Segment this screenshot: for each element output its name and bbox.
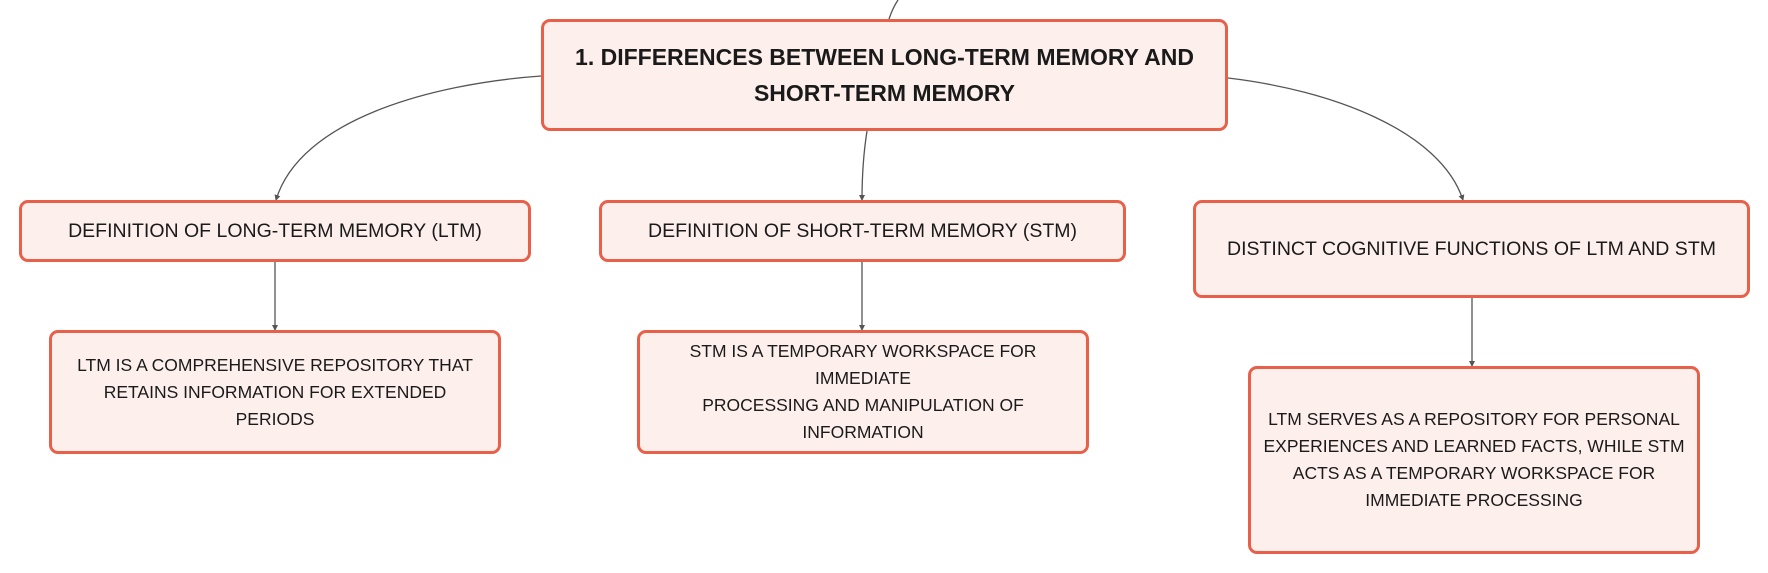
functions-detail-line-4: IMMEDIATE PROCESSING	[1365, 490, 1583, 510]
ltm-detail-node[interactable]: LTM IS A COMPREHENSIVE REPOSITORY THAT R…	[49, 330, 501, 454]
connector-root-to-ltm-definition	[274, 75, 542, 201]
stm-definition-node[interactable]: DEFINITION OF SHORT-TERM MEMORY (STM)	[599, 200, 1126, 262]
ltm-detail-line-1: LTM IS A COMPREHENSIVE REPOSITORY THAT	[77, 354, 473, 375]
connector-root-to-cognitive-functions	[1227, 77, 1465, 201]
stm-detail-node[interactable]: STM IS A TEMPORARY WORKSPACE FOR IMMEDIA…	[637, 330, 1089, 454]
connector-root-to-stm-definition	[859, 130, 868, 201]
cognitive-functions-label: DISTINCT COGNITIVE FUNCTIONS OF LTM AND …	[1227, 238, 1716, 260]
ltm-detail-line-2: RETAINS INFORMATION FOR EXTENDED PERIODS	[103, 381, 447, 429]
stm-detail-line-1: STM IS A TEMPORARY WORKSPACE FOR IMMEDIA…	[689, 341, 1037, 388]
root-topic-node[interactable]: 1. DIFFERENCES BETWEEN LONG-TERM MEMORY …	[541, 19, 1228, 131]
root-topic-line-1: 1. DIFFERENCES BETWEEN LONG-TERM MEMORY …	[575, 44, 1194, 70]
stm-detail-line-3: INFORMATION	[802, 422, 924, 442]
root-topic-line-2: SHORT-TERM MEMORY	[753, 80, 1016, 106]
functions-detail-line-3: ACTS AS A TEMPORARY WORKSPACE FOR	[1292, 463, 1656, 483]
stm-definition-label: DEFINITION OF SHORT-TERM MEMORY (STM)	[648, 220, 1077, 242]
ltm-definition-label: DEFINITION OF LONG-TERM MEMORY (LTM)	[68, 220, 482, 242]
functions-detail-line-2: EXPERIENCES AND LEARNED FACTS, WHILE STM	[1263, 436, 1685, 456]
ltm-definition-node[interactable]: DEFINITION OF LONG-TERM MEMORY (LTM)	[19, 200, 531, 262]
connector-parent-to-root	[888, 0, 899, 20]
cognitive-functions-detail-node[interactable]: LTM SERVES AS A REPOSITORY FOR PERSONAL …	[1248, 366, 1700, 554]
functions-detail-line-1: LTM SERVES AS A REPOSITORY FOR PERSONAL	[1268, 409, 1680, 429]
cognitive-functions-node[interactable]: DISTINCT COGNITIVE FUNCTIONS OF LTM AND …	[1193, 200, 1750, 298]
stm-detail-line-2: PROCESSING AND MANIPULATION OF	[702, 395, 1024, 415]
